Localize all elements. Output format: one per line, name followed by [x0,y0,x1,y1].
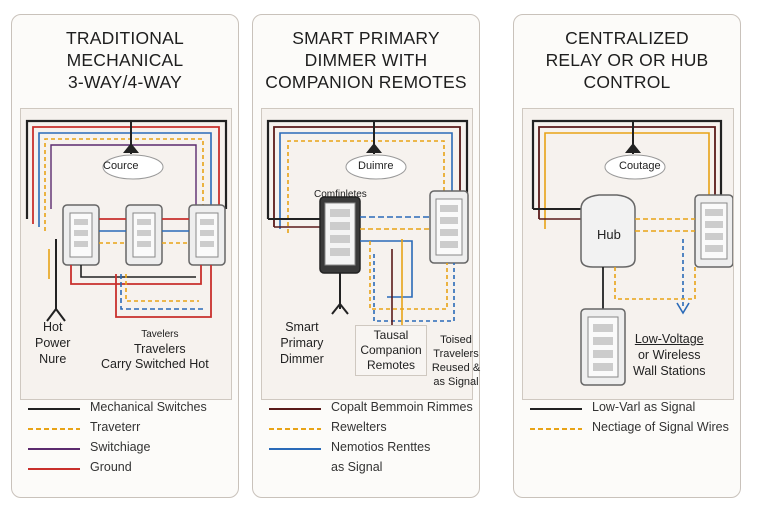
smart-dimmer-device [319,196,361,274]
wiring-diagram: Cource Hot Power Nure Tavelers Travelers… [20,108,232,400]
source-label: Cource [103,160,139,172]
legend-item: Ground [24,459,244,479]
travelers-label: Tavelers Travelers Carry Switched Hot [101,329,209,371]
legend-item: Copalt Bemmoin Rimmes [265,399,485,419]
device-label: Comfinletes [314,189,367,200]
legend-item: Mechanical Switches [24,399,244,419]
source-indicator [102,143,164,180]
wiring-diagram: Coutage Hub Low-Voltage or Wireless Wall… [522,108,734,400]
wall-station-device [580,308,626,386]
hub-device [580,194,636,268]
legend-item: Low-Varl as Signal [526,399,746,419]
legend-item: Nectiage of Signal Wires [526,419,746,439]
legend-item: Nemotios Renttes [265,439,485,459]
panel-smart-dimmer: SMART PRIMARY DIMMER WITH COMPANION REMO… [252,14,480,498]
wiring-svg [25,119,228,322]
hub-label: Hub [597,227,621,242]
primary-dimmer-label: Smart Primary Dimmer [280,320,324,366]
switch-3 [188,204,226,266]
companion-remote-device [429,190,469,264]
switch-2 [125,204,163,266]
source-indicator [345,143,407,180]
source-label: Coutage [619,160,661,172]
switch-1 [62,204,100,266]
panel-centralized: CENTRALIZED RELAY OR OR HUB CONTROL [513,14,741,498]
panel-title: SMART PRIMARY DIMMER WITH COMPANION REMO… [265,28,467,92]
panel-title: TRADITIONAL MECHANICAL 3-WAY/4-WAY [66,28,184,92]
relay-switch-device [694,194,733,268]
legend-item: Traveterr [24,419,244,439]
legend-item: Switchiage [24,439,244,459]
wiring-diagram: Duimre Comfinletes Smart Primary Dimmer … [261,108,480,400]
reused-travelers-label: Toised Travelers Reused & as Signal [431,334,481,388]
wiring-svg [266,119,469,339]
legend-item: as Signal [331,460,383,474]
source-label: Duimre [358,160,394,172]
companion-remotes-label: Tausal Companion Remotes [355,325,427,376]
wall-stations-label: Low-Voltage or Wireless Wall Stations [633,332,706,378]
hot-power-label: Hot Power Nure [35,320,71,366]
panel-traditional: TRADITIONAL MECHANICAL 3-WAY/4-WAY [11,14,239,498]
panel-title: CENTRALIZED RELAY OR OR HUB CONTROL [545,28,709,92]
legend-item: Rewelters [265,419,485,439]
source-indicator [604,143,666,180]
wiring-svg [531,119,733,386]
